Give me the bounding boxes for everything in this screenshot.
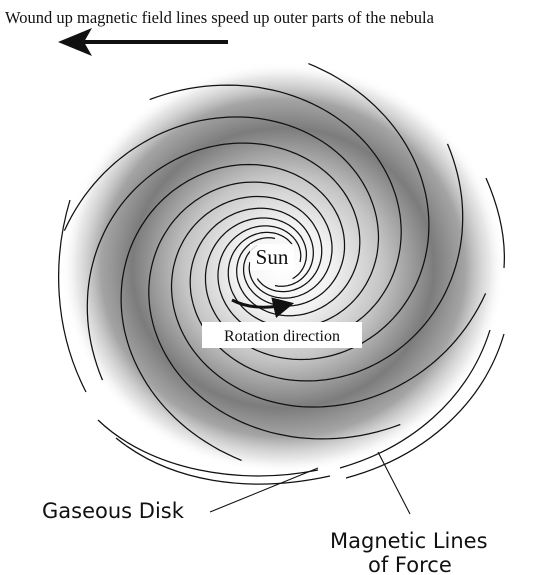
sun-label-bg: [250, 244, 294, 270]
rotation-label: Rotation direction: [224, 328, 340, 345]
gaseous-disk-label: Gaseous Disk: [42, 499, 185, 523]
magnetic-lines-label-line1: Magnetic Lines: [330, 529, 488, 553]
field-line-3: [189, 143, 464, 382]
sun-label: Sun: [256, 245, 289, 269]
gaseous-disk-leader: [209, 467, 319, 513]
outward-arrow: [58, 28, 228, 56]
field-line-7: [86, 142, 361, 381]
field-line-4: [170, 195, 487, 408]
field-line-5: [148, 181, 401, 440]
outer-rim-arcs: [58, 177, 505, 485]
field-line-2: [204, 63, 430, 361]
magnetic-lines-label-line2: of Force: [368, 553, 452, 575]
rotation-arrow: [231, 297, 295, 318]
field-line-6: [120, 163, 346, 461]
top-caption: Wound up magnetic field lines speed up o…: [5, 8, 435, 27]
rotation-label-box: [202, 322, 362, 348]
magnetic-lines-leader: [377, 451, 411, 515]
